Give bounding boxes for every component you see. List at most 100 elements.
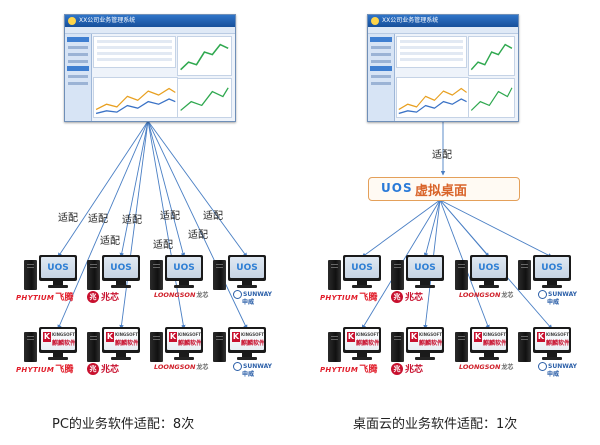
kingsoft-text: KINGSOFT bbox=[115, 332, 138, 337]
app-mini-chart bbox=[467, 36, 515, 76]
uos-screen-logo: UOS bbox=[236, 263, 258, 273]
edge-label-left-7: 适配 bbox=[153, 240, 173, 251]
uos-screen-logo: UOS bbox=[478, 263, 500, 273]
kingsoft-k-icon: K bbox=[410, 332, 418, 342]
edge-label-left-3: 适配 bbox=[122, 215, 142, 226]
brand-loongson-logo: LOONGSON龙芯 bbox=[459, 291, 514, 299]
kingsoft-text: KINGSOFT bbox=[419, 332, 442, 337]
computer-right-1-1: UOS PHYTIUM飞腾 bbox=[320, 255, 382, 307]
computer-right-1-3: UOS LOONGSON龙芯 bbox=[455, 255, 513, 307]
edge-label-left-2: 适配 bbox=[88, 214, 108, 225]
kingsoft-text: KINGSOFT bbox=[178, 332, 201, 337]
app-sidebar bbox=[65, 34, 92, 121]
pc-monitor: UOS bbox=[533, 255, 571, 281]
kingsoft-text: KINGSOFT bbox=[52, 332, 75, 337]
computer-right-1-2: UOS 兆兆芯 bbox=[391, 255, 445, 307]
pc-monitor: UOS bbox=[39, 255, 77, 281]
kingsoft-text: KINGSOFT bbox=[241, 332, 264, 337]
kingsoft-k-icon: K bbox=[347, 332, 355, 342]
pc-tower bbox=[213, 332, 226, 362]
pc-monitor: UOS bbox=[470, 255, 508, 281]
uos-screen-logo: UOS bbox=[351, 263, 373, 273]
app-menubar bbox=[65, 27, 235, 34]
uos-logo: UOS bbox=[381, 181, 413, 195]
arrow-left-1-3 bbox=[147, 120, 186, 258]
kingsoft-cn-text: 麒麟软件 bbox=[115, 340, 138, 347]
app-table bbox=[396, 36, 468, 68]
arrow-left-2-2 bbox=[119, 120, 149, 330]
app-side-panel bbox=[177, 78, 232, 118]
caption-right: 桌面云的业务软件适配：1次 bbox=[353, 417, 518, 432]
app-logo-icon bbox=[371, 17, 379, 25]
kingsoft-cn-text: 麒麟软件 bbox=[419, 340, 442, 347]
uos-screen: UOS bbox=[41, 257, 75, 278]
app-window-right: XX公司业务管理系统 bbox=[367, 14, 519, 122]
uos-screen-logo: UOS bbox=[110, 263, 132, 273]
brand-zhaoxin-logo: 兆兆芯 bbox=[87, 362, 119, 375]
pc-monitor: UOS bbox=[228, 255, 266, 281]
app-line-chart bbox=[396, 76, 470, 118]
arrow-vd-1-4 bbox=[439, 199, 553, 258]
edge-label-right: 适配 bbox=[432, 150, 452, 161]
brand-phytium-logo: PHYTIUM飞腾 bbox=[320, 293, 378, 303]
brand-zhaoxin-logo: 兆兆芯 bbox=[391, 290, 423, 303]
pc-tower bbox=[150, 260, 163, 290]
pc-tower bbox=[150, 332, 163, 362]
kingsoft-cn-text: 麒麟软件 bbox=[356, 340, 379, 347]
app-table bbox=[93, 36, 176, 68]
kingsoft-k-icon: K bbox=[474, 332, 482, 342]
app-content bbox=[93, 36, 232, 118]
arrow-vd-1-2 bbox=[423, 199, 441, 258]
brand-loongson-logo: LOONGSON龙芯 bbox=[154, 363, 209, 371]
pc-tower bbox=[518, 260, 531, 290]
edge-label-left-8: 适配 bbox=[188, 230, 208, 241]
edge-label-left-5: 适配 bbox=[203, 211, 223, 222]
kingsoft-k-icon: K bbox=[43, 332, 51, 342]
arrow-left-2-1 bbox=[57, 120, 149, 330]
uos-screen: UOS bbox=[535, 257, 569, 278]
uos-screen: UOS bbox=[408, 257, 442, 278]
app-titlebar: XX公司业务管理系统 bbox=[368, 15, 518, 27]
edge-label-left-6: 适配 bbox=[100, 236, 120, 247]
uos-screen: UOS bbox=[472, 257, 506, 278]
kingsoft-cn-text: 麒麟软件 bbox=[546, 340, 569, 347]
arrow-left-1-1 bbox=[57, 120, 149, 258]
brand-zhaoxin-logo: 兆兆芯 bbox=[391, 362, 423, 375]
virtual-desktop-box: UOS 虚拟桌面 bbox=[368, 177, 520, 201]
caption-left: PC的业务软件适配：8次 bbox=[52, 417, 195, 432]
pc-tower bbox=[87, 260, 100, 290]
uos-screen: UOS bbox=[345, 257, 379, 278]
brand-phytium-logo: PHYTIUM飞腾 bbox=[16, 293, 74, 303]
pc-tower bbox=[391, 260, 404, 290]
app-window-left: XX公司业务管理系统 bbox=[64, 14, 236, 122]
pc-monitor: UOS bbox=[343, 255, 381, 281]
pc-tower bbox=[455, 260, 468, 290]
kingsoft-k-icon: K bbox=[169, 332, 177, 342]
pc-tower bbox=[24, 260, 37, 290]
uos-screen: UOS bbox=[167, 257, 201, 278]
uos-screen: UOS bbox=[230, 257, 264, 278]
pc-tower bbox=[24, 332, 37, 362]
kingsoft-cn-text: 麒麟软件 bbox=[178, 340, 201, 347]
kingsoft-k-icon: K bbox=[106, 332, 114, 342]
brand-loongson-logo: LOONGSON龙芯 bbox=[154, 291, 209, 299]
kingsoft-cn-text: 麒麟软件 bbox=[52, 340, 75, 347]
app-sidebar bbox=[368, 34, 395, 121]
arrow-vd-1-1 bbox=[361, 199, 441, 258]
